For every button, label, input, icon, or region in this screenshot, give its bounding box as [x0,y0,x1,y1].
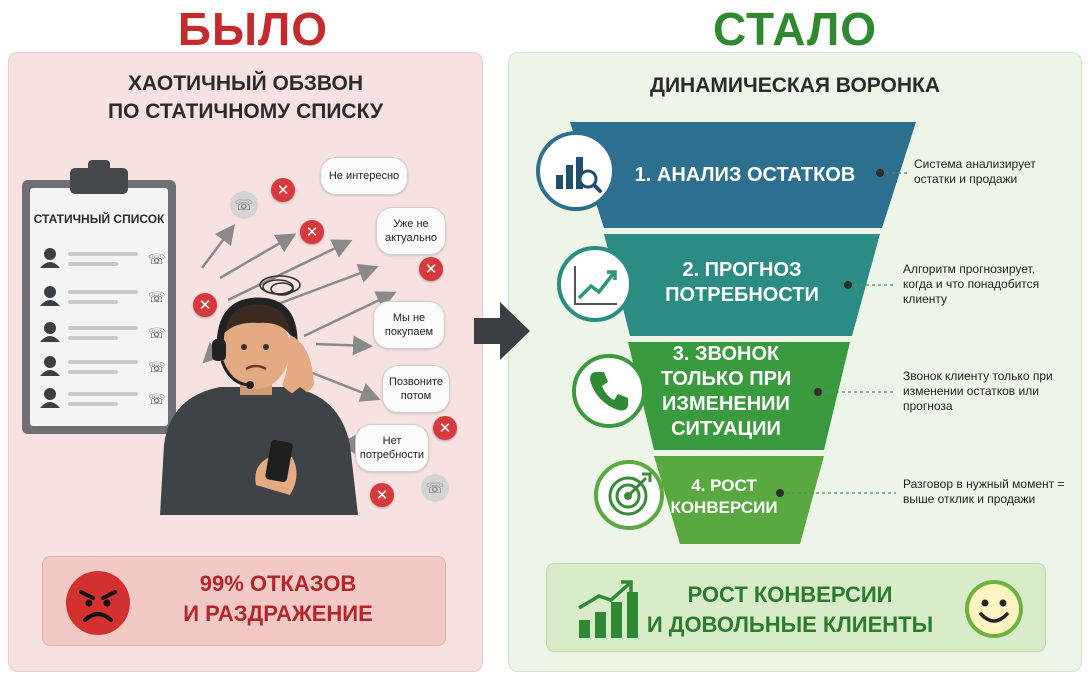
svg-text:☏: ☏ [148,326,166,342]
svg-text:☏: ☏ [148,392,166,408]
stressed-operator-illustration [160,275,358,515]
speech-bubble: Нет потребности [355,424,429,472]
chart-magnifier-icon [556,157,602,193]
after-result-box [546,563,1046,652]
phone-icon [590,372,628,411]
stage4-label: 4. РОСТ КОНВЕРСИИ [670,476,778,517]
funnel-diagram [570,122,916,544]
before-title: БЫЛО [177,3,329,55]
cross-icon: ✕ [370,483,394,507]
after-result-line1: РОСТ КОНВЕРСИИ [687,582,893,607]
before-subtitle: ХАОТИЧНЫЙ ОБЗВОН ПО СТАТИЧНОМУ СПИСКУ [8,70,483,126]
before-result-line1: 99% ОТКАЗОВ [199,571,357,596]
stage2-label: 2. ПРОГНОЗ ПОТРЕБНОСТИ [665,259,819,306]
smiley-face-icon [965,580,1023,638]
cross-icon: ✕ [193,293,217,317]
svg-text:☏: ☏ [148,290,166,306]
before-result-box [42,556,446,646]
before-subtitle-line1: ХАОТИЧНЫЙ ОБЗВОН [127,72,363,95]
growth-chart-icon [578,580,638,638]
stage1-icon-circle [536,131,616,211]
stage1-label: 1. АНАЛИЗ ОСТАТКОВ [634,163,856,186]
stage4-icon-circle [594,460,664,530]
phone-badge-icon: ☏ [421,474,449,502]
after-result-text: РОСТ КОНВЕРСИИ И ДОВОЛЬНЫЕ КЛИЕНТЫ [630,580,950,640]
svg-text:☏: ☏ [148,252,166,268]
clipboard-label: СТАТИЧНЫЙ СПИСОК [33,212,165,226]
target-icon [608,472,652,516]
stage3-note: Звонок клиенту только при изменении оста… [903,369,1053,413]
before-result-text: 99% ОТКАЗОВ И РАЗДРАЖЕНИЕ [128,569,428,629]
stage3-icon-circle [572,354,646,428]
speech-bubble: Уже не актуально [376,207,446,255]
funnel-stage-2 [604,234,880,336]
speech-bubble: Мы не покупаем [373,301,445,349]
after-subtitle: ДИНАМИЧЕСКАЯ ВОРОНКА [649,74,940,97]
clipboard-graphic: ☏ ☏ ☏ ☏ ☏ [22,160,176,434]
cross-icon: ✕ [300,220,324,244]
cross-icon: ✕ [433,416,457,440]
after-result-line2: И ДОВОЛЬНЫЕ КЛИЕНТЫ [646,612,934,637]
svg-text:☏: ☏ [148,360,166,376]
stage4-note: Разговор в нужный момент = выше отклик и… [903,477,1065,506]
funnel-stage-3 [628,342,850,450]
phone-badge-icon: ☏ [230,191,258,219]
speech-bubble: Позвоните потом [382,365,450,413]
before-result-line2: И РАЗДРАЖЕНИЕ [183,601,373,626]
angry-face-icon [66,571,130,635]
clipboard: ☏ ☏ ☏ ☏ ☏ СТАТИЧНЫЙ СПИСОК [20,158,178,436]
cross-icon: ✕ [271,178,295,202]
note-connectors [776,169,908,497]
funnel-stage-4 [654,456,824,544]
stage2-note: Алгоритм прогнозирует, когда и что понад… [903,262,1040,306]
chaotic-arrows [201,224,397,457]
stage2-icon-circle [557,246,633,322]
before-subtitle-line2: ПО СТАТИЧНОМУ СПИСКУ [107,100,384,123]
funnel-stage-1 [570,122,916,228]
speech-bubble: Не интересно [320,157,408,195]
trend-chart-icon [574,266,617,305]
after-title: СТАЛО [712,3,878,55]
stage1-note: Система анализирует остатки и продажи [914,157,1036,186]
cross-icon: ✕ [419,257,443,281]
transition-arrow-icon [474,302,530,360]
